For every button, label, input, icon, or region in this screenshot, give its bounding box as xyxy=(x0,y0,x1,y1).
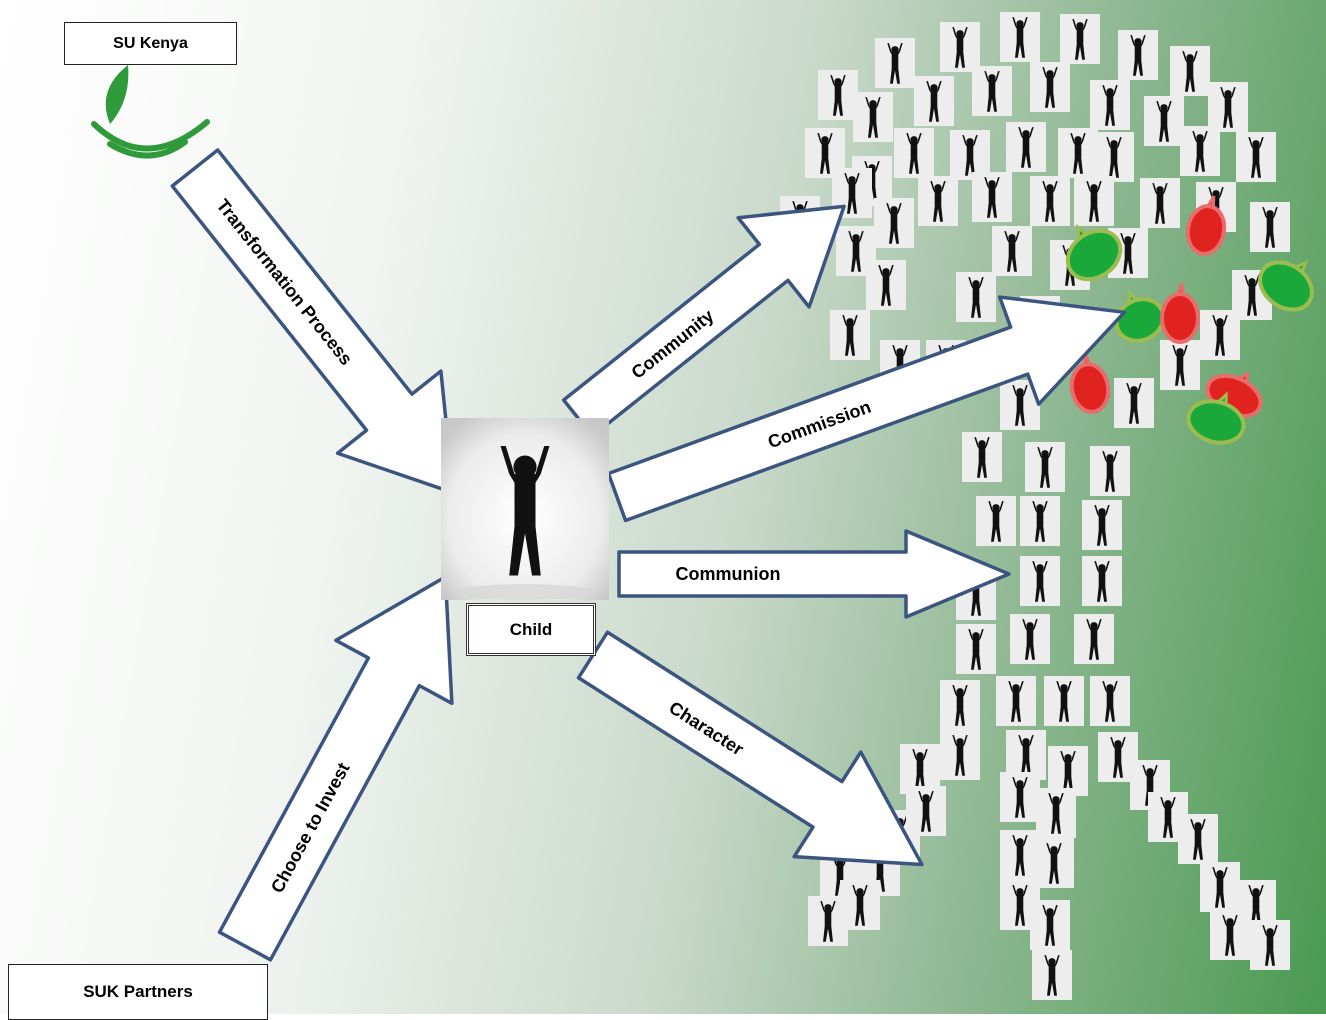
person-arms-raised-icon xyxy=(853,92,893,142)
child-arms-raised-icon xyxy=(441,418,609,600)
speech-bubble-icon xyxy=(1185,195,1227,256)
person-arms-raised-icon xyxy=(914,76,954,126)
person-arms-raised-icon xyxy=(1178,814,1218,864)
person-arms-raised-icon xyxy=(1036,788,1076,838)
person-arms-raised-icon xyxy=(1082,500,1122,550)
person-arms-raised-icon xyxy=(940,730,980,780)
person-arms-raised-icon xyxy=(1140,178,1180,228)
speech-bubble-icon xyxy=(1186,391,1246,445)
person-arms-raised-icon xyxy=(940,22,980,72)
person-arms-raised-icon xyxy=(1236,132,1276,182)
person-arms-raised-icon xyxy=(972,172,1012,222)
person-arms-raised-icon xyxy=(1006,122,1046,172)
person-arms-raised-icon xyxy=(1090,676,1130,726)
person-arms-raised-icon xyxy=(1000,772,1040,822)
person-arms-raised-icon xyxy=(972,66,1012,116)
person-arms-raised-icon xyxy=(1048,746,1088,796)
child-label: Child xyxy=(466,603,596,656)
person-arms-raised-icon xyxy=(1060,14,1100,64)
arrow-invest: Choose to Invest xyxy=(217,575,454,962)
person-arms-raised-icon xyxy=(1090,80,1130,130)
person-arms-raised-icon xyxy=(1114,378,1154,428)
person-arms-raised-icon xyxy=(1010,614,1050,664)
person-arms-raised-icon xyxy=(1250,920,1290,970)
person-arms-raised-icon xyxy=(866,260,906,310)
person-arms-raised-icon xyxy=(1160,340,1200,390)
person-arms-raised-icon xyxy=(1250,202,1290,252)
person-arms-raised-icon xyxy=(830,310,870,360)
arrow-label-transformation: Transformation Process xyxy=(213,195,357,369)
person-arms-raised-icon xyxy=(1030,900,1070,950)
person-arms-raised-icon xyxy=(1200,310,1240,360)
person-arms-raised-icon xyxy=(1058,128,1098,178)
person-arms-raised-icon xyxy=(956,272,996,322)
person-arms-raised-icon xyxy=(1044,676,1084,726)
crowd-tree xyxy=(780,12,1290,1000)
person-arms-raised-icon xyxy=(940,680,980,730)
arrow-communion: Communion xyxy=(617,529,1011,619)
person-arms-raised-icon xyxy=(1170,46,1210,96)
person-arms-raised-icon xyxy=(900,744,940,794)
speech-bubble-icon xyxy=(1160,282,1200,344)
person-arms-raised-icon xyxy=(992,226,1032,276)
leaf-bowl-logo-icon xyxy=(91,65,210,159)
person-arms-raised-icon xyxy=(1020,556,1060,606)
person-arms-raised-icon xyxy=(962,432,1002,482)
person-arms-raised-icon xyxy=(874,198,914,248)
person-arms-raised-icon xyxy=(996,676,1036,726)
person-arms-raised-icon xyxy=(1032,950,1072,1000)
person-arms-raised-icon xyxy=(1210,910,1250,960)
person-arms-raised-icon xyxy=(1200,862,1240,912)
arrow-character: Character xyxy=(576,630,924,867)
person-arms-raised-icon xyxy=(906,786,946,836)
speech-bubble-icon xyxy=(1069,352,1111,414)
person-arms-raised-icon xyxy=(950,130,990,180)
su-kenya-label: SU Kenya xyxy=(64,22,237,65)
person-arms-raised-icon xyxy=(1144,96,1184,146)
person-arms-raised-icon xyxy=(808,896,848,946)
person-arms-raised-icon xyxy=(1034,838,1074,888)
person-arms-raised-icon xyxy=(1208,82,1248,132)
person-arms-raised-icon xyxy=(956,624,996,674)
person-arms-raised-icon xyxy=(1090,446,1130,496)
person-arms-raised-icon xyxy=(1020,496,1060,546)
person-arms-raised-icon xyxy=(1074,614,1114,664)
person-arms-raised-icon xyxy=(1094,132,1134,182)
person-arms-raised-icon xyxy=(1074,176,1114,226)
arrow-label-communion: Communion xyxy=(676,564,781,584)
person-arms-raised-icon xyxy=(1030,62,1070,112)
person-arms-raised-icon xyxy=(918,176,958,226)
person-arms-raised-icon xyxy=(1006,730,1046,780)
person-arms-raised-icon xyxy=(894,128,934,178)
person-arms-raised-icon xyxy=(1000,830,1040,880)
person-arms-raised-icon xyxy=(1025,442,1065,492)
person-arms-raised-icon xyxy=(1118,30,1158,80)
speech-bubble-icon xyxy=(1065,223,1123,282)
suk-partners-label: SUK Partners xyxy=(8,964,268,1020)
speech-bubbles xyxy=(1065,195,1314,445)
person-arms-raised-icon xyxy=(1082,556,1122,606)
speech-bubble-icon xyxy=(1258,259,1314,312)
person-arms-raised-icon xyxy=(1000,12,1040,62)
person-arms-raised-icon xyxy=(875,38,915,88)
person-arms-raised-icon xyxy=(1180,126,1220,176)
person-arms-raised-icon xyxy=(1030,176,1070,226)
person-arms-raised-icon xyxy=(976,496,1016,546)
person-arms-raised-icon xyxy=(818,70,858,120)
